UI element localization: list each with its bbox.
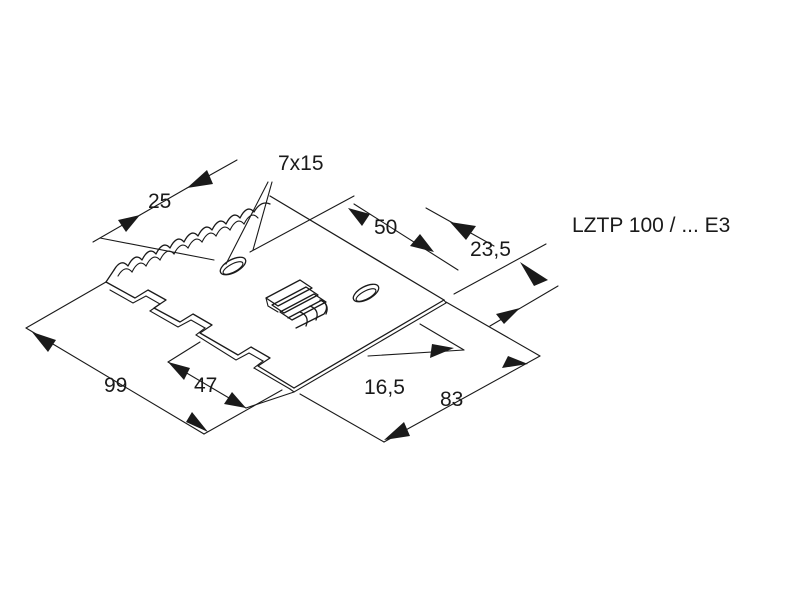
dimension-labels: 7x15 25 50 23,5 99 47 16,5 83 LZTP 100 /… bbox=[104, 152, 730, 411]
plate-front-edge bbox=[293, 299, 445, 389]
slot-right bbox=[352, 283, 380, 303]
label-23-5: 23,5 bbox=[470, 238, 511, 261]
label-99: 99 bbox=[104, 374, 127, 397]
label-50: 50 bbox=[374, 216, 397, 239]
plate-left-edge bbox=[105, 269, 115, 283]
spring-clip bbox=[265, 279, 328, 329]
label-47: 47 bbox=[194, 374, 217, 397]
plate-tab-edge bbox=[105, 281, 295, 389]
label-25: 25 bbox=[148, 190, 171, 213]
dimension-lines bbox=[25, 159, 559, 443]
plate bbox=[105, 195, 447, 393]
slot-holes bbox=[219, 256, 380, 303]
label-slot-size: 7x15 bbox=[278, 152, 324, 175]
part-number: LZTP 100 / ... E3 bbox=[572, 214, 730, 237]
plate-right-edge bbox=[269, 195, 445, 301]
label-16-5: 16,5 bbox=[364, 376, 405, 399]
label-83: 83 bbox=[440, 388, 463, 411]
slot-left bbox=[219, 256, 247, 276]
plate-wavy-edge bbox=[113, 202, 271, 271]
